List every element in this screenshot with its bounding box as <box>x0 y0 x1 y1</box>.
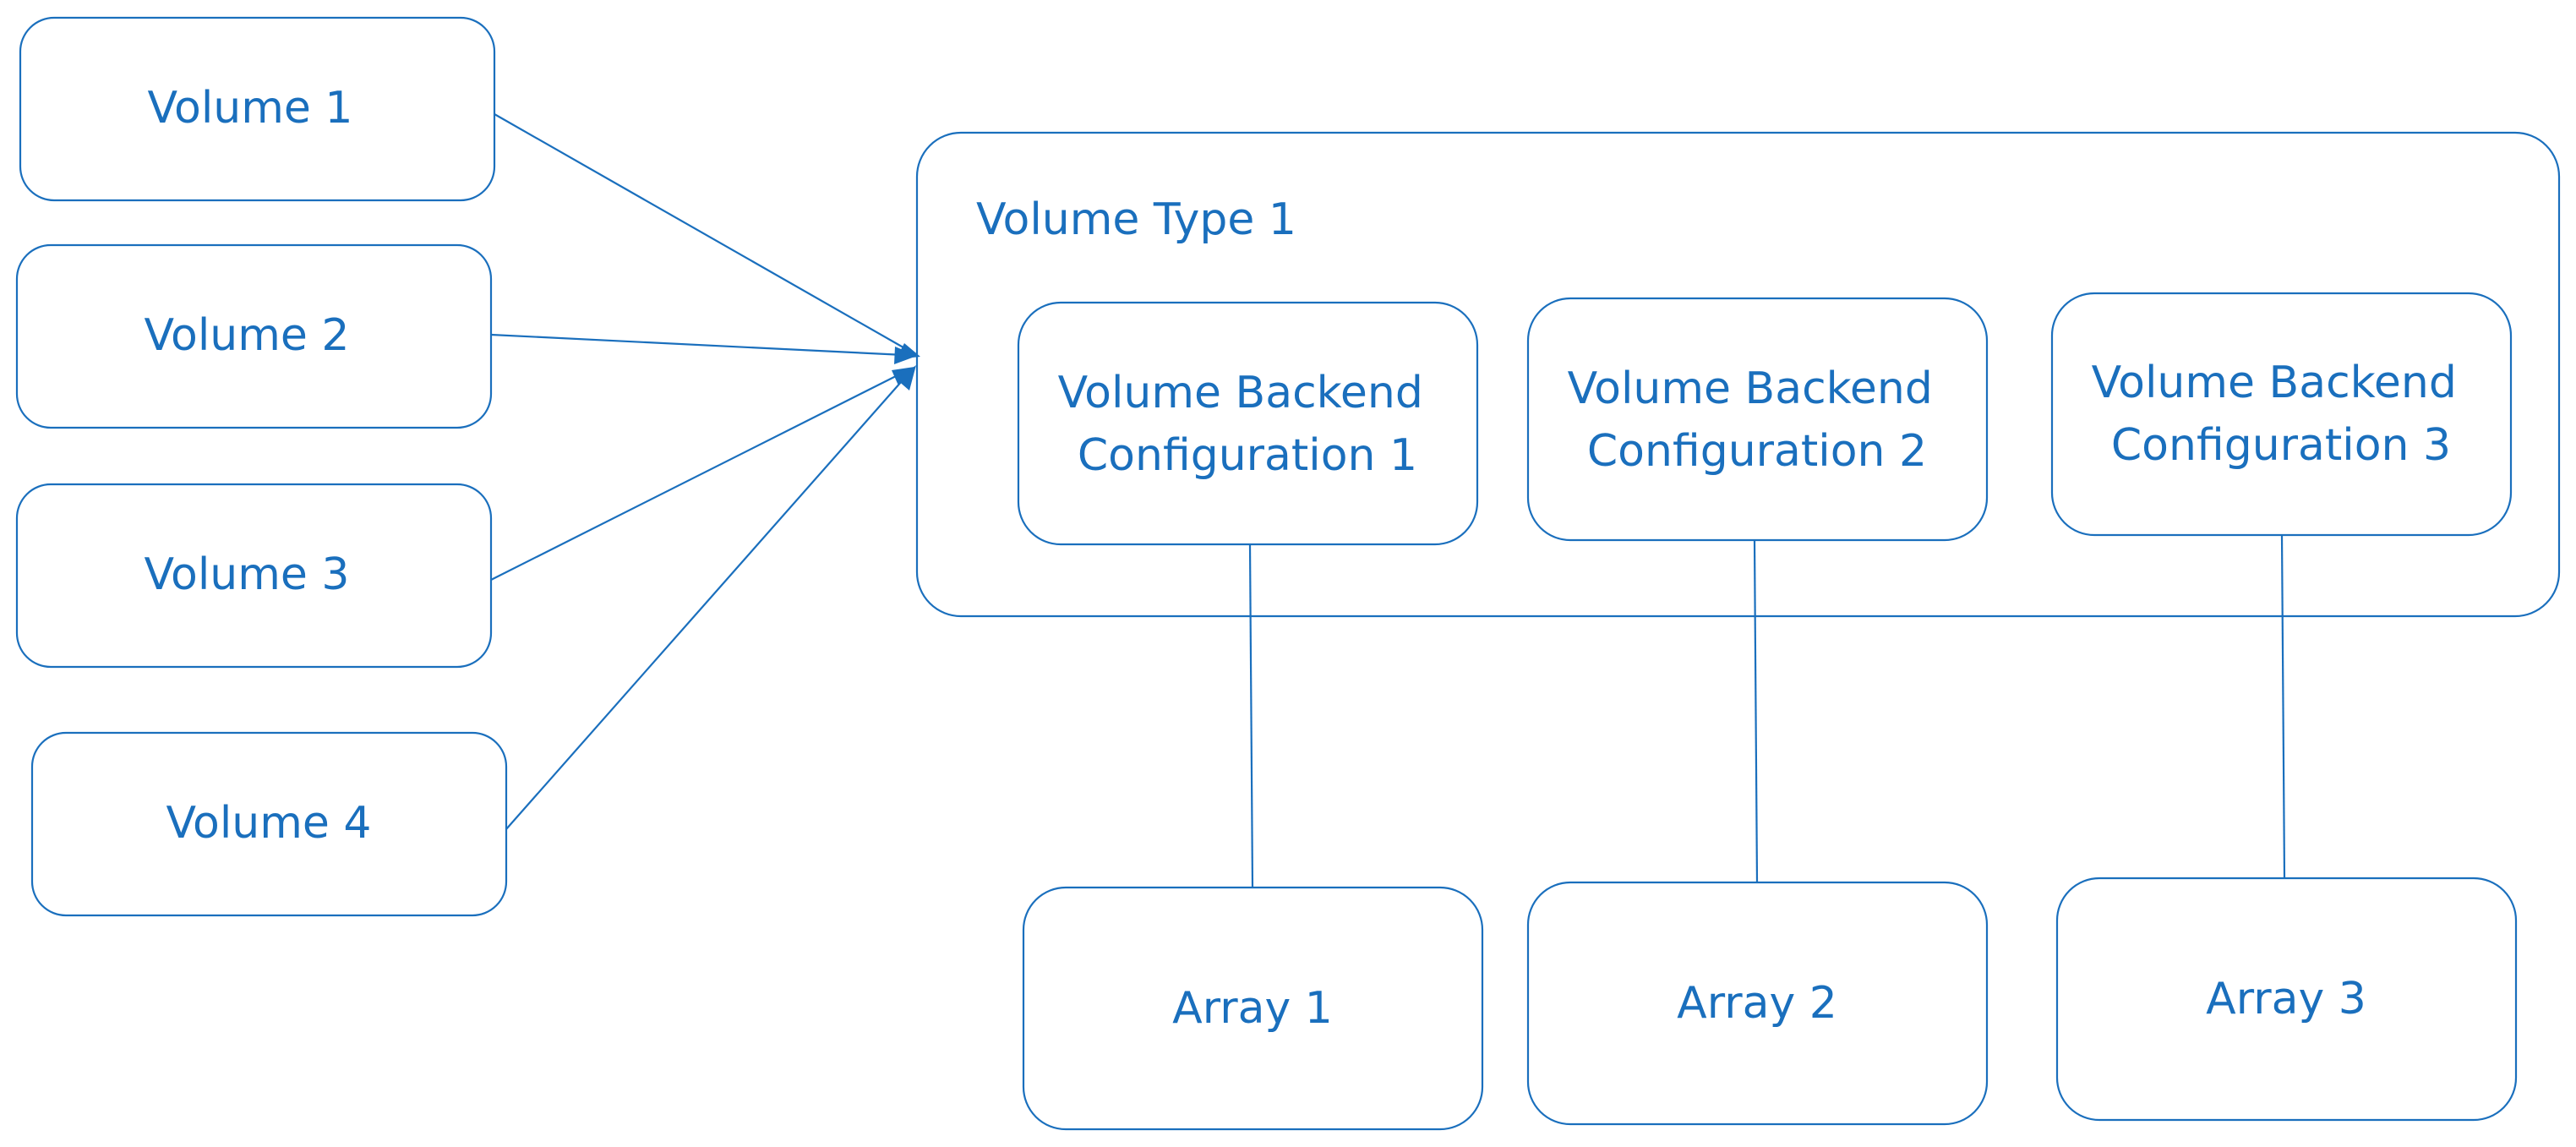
array-label: Array 1 <box>1172 983 1333 1034</box>
edge-volume-3-to-volume-type <box>490 372 903 581</box>
backend-config-label: Volume Backend Configuration 2 <box>1568 363 1947 477</box>
backend-config-node[interactable]: Volume Backend Configuration 1 <box>1017 301 1479 546</box>
array-label: Array 3 <box>2206 974 2366 1024</box>
backend-config-label-line: Volume Backend <box>1568 363 1933 414</box>
volume-label: Volume 4 <box>166 798 371 849</box>
volume-node[interactable]: Volume 1 <box>19 16 496 202</box>
backend-config-label-line: Volume Backend <box>1058 368 1423 418</box>
volume-label: Volume 1 <box>147 83 352 134</box>
edge-volume-4-to-volume-type <box>505 374 909 830</box>
edge-backend-1-to-array-1 <box>1248 543 1254 888</box>
arrowhead <box>897 365 916 391</box>
array-label: Array 2 <box>1677 978 1837 1029</box>
backend-config-node[interactable]: Volume Backend Configuration 3 <box>2050 292 2513 537</box>
backend-config-label: Volume Backend Configuration 1 <box>1058 368 1438 481</box>
backend-config-label-line: Volume Backend <box>2092 358 2457 408</box>
edge-backend-3-to-array-3 <box>2280 534 2286 879</box>
array-node[interactable]: Array 1 <box>1022 886 1484 1131</box>
volume-node[interactable]: Volume 2 <box>15 243 493 429</box>
array-node[interactable]: Array 2 <box>1526 881 1989 1126</box>
volume-label: Volume 2 <box>144 310 349 361</box>
backend-config-label: Volume Backend Configuration 3 <box>2092 358 2471 471</box>
volume-type-label: Volume Type 1 <box>976 194 1296 245</box>
volume-label: Volume 3 <box>144 549 349 600</box>
volume-node[interactable]: Volume 4 <box>30 731 508 917</box>
arrowhead <box>894 347 917 364</box>
backend-config-label-line: Configuration 3 <box>2111 420 2451 471</box>
edge-backend-2-to-array-2 <box>1753 539 1759 883</box>
volume-type-container[interactable]: Volume Type 1 <box>915 131 2561 618</box>
backend-config-label-line: Configuration 2 <box>1587 426 1927 477</box>
backend-config-node[interactable]: Volume Backend Configuration 2 <box>1526 297 1989 542</box>
volume-node[interactable]: Volume 3 <box>15 483 493 669</box>
array-node[interactable]: Array 3 <box>2055 877 2518 1122</box>
edge-volume-1-to-volume-type <box>494 113 909 351</box>
edge-volume-2-to-volume-type <box>490 333 905 357</box>
backend-config-label-line: Configuration 1 <box>1078 430 1417 481</box>
